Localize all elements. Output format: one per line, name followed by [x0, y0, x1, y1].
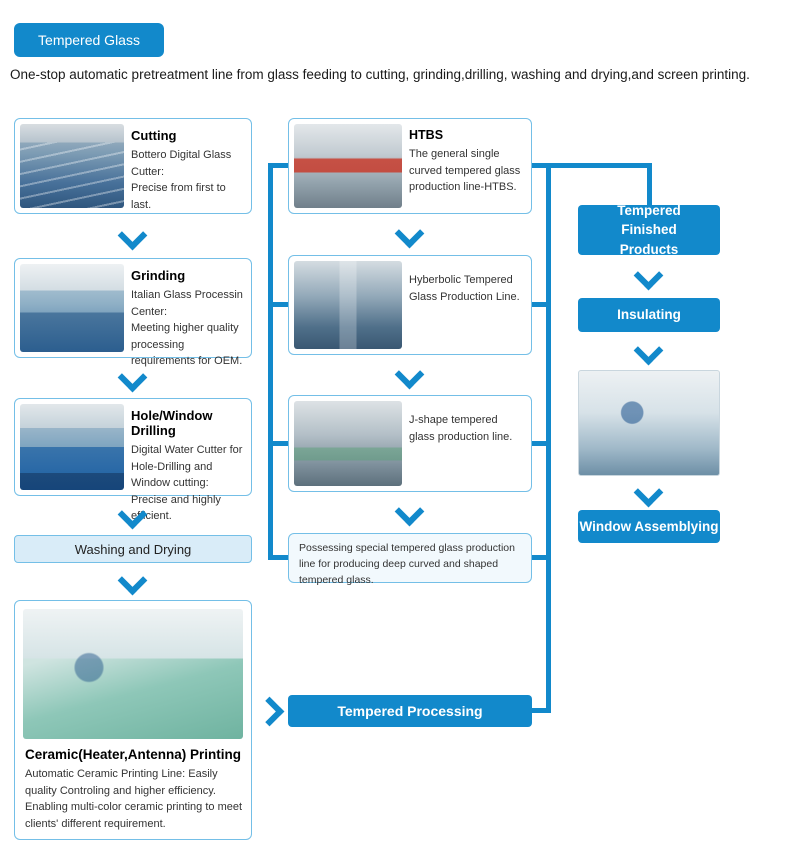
- connector-stub-hyperbolic-left: [268, 302, 288, 307]
- connector-stub-processing-right: [532, 708, 551, 713]
- connector-stub-htbs-left: [268, 163, 288, 168]
- cutting-box: Cutting Bottero Digital Glass Cutter: Pr…: [14, 118, 252, 214]
- arrow-down-icon: [633, 335, 664, 366]
- window-assembling-label: Window Assemblying: [579, 518, 719, 534]
- grinding-desc: Italian Glass Processin Center: Meeting …: [131, 289, 243, 367]
- connector-stub-hyperbolic-right: [532, 302, 551, 307]
- tempered-processing-label: Tempered Processing: [337, 702, 483, 719]
- tempered-finished-products-label: Tempered Finished Products: [617, 202, 681, 257]
- connector-stub-special-left: [268, 555, 288, 560]
- insulating-label: Insulating: [617, 307, 681, 323]
- hyperbolic-desc: Hyberbolic Tempered Glass Production Lin…: [409, 274, 520, 303]
- connector-stub-special-right: [532, 555, 551, 560]
- hyperbolic-box: Hyberbolic Tempered Glass Production Lin…: [288, 255, 532, 355]
- connector-finished-drop: [647, 163, 652, 210]
- htbs-title: HTBS: [409, 128, 444, 142]
- arrow-down-icon: [633, 260, 664, 291]
- arrow-down-icon: [633, 477, 664, 508]
- connector-stub-jshape-right: [532, 441, 551, 446]
- ceramic-printing-box: Ceramic(Heater,Antenna) Printing Automat…: [14, 600, 252, 840]
- insulating-box: Insulating: [578, 298, 720, 332]
- drilling-title: Hole/Window Drilling: [131, 408, 213, 438]
- special-tempered-desc: Possessing special tempered glass produc…: [299, 542, 515, 586]
- jshape-desc: J-shape tempered glass production line.: [409, 414, 513, 443]
- ceramic-printing-desc: Automatic Ceramic Printing Line: Easily …: [25, 768, 243, 830]
- arrow-down-icon: [117, 220, 148, 251]
- arrow-down-icon: [394, 359, 425, 390]
- jshape-box: J-shape tempered glass production line.: [288, 395, 532, 492]
- connector-left-vertical: [268, 163, 273, 560]
- htbs-desc: The general single curved tempered glass…: [409, 148, 521, 193]
- assembly-photo: [578, 370, 720, 476]
- tempered-processing-box: Tempered Processing: [288, 695, 532, 727]
- hyperbolic-photo: [294, 261, 402, 349]
- connector-stub-htbs-right: [532, 163, 551, 168]
- grinding-box: Grinding Italian Glass Processin Center:…: [14, 258, 252, 367]
- page-subtitle: One-stop automatic pretreatment line fro…: [10, 67, 750, 82]
- arrow-right-icon: [254, 696, 285, 727]
- htbs-photo: [294, 124, 402, 208]
- arrow-down-icon: [394, 496, 425, 527]
- tempered-finished-products-box: Tempered Finished Products: [578, 203, 720, 257]
- arrow-down-icon: [394, 218, 425, 249]
- ceramic-printing-photo: [23, 609, 243, 739]
- cutting-photo: [20, 124, 124, 208]
- connector-stub-jshape-left: [268, 441, 288, 446]
- connector-top-horizontal: [546, 163, 652, 168]
- washing-drying-label: Washing and Drying: [74, 541, 192, 557]
- ceramic-printing-title: Ceramic(Heater,Antenna) Printing: [25, 747, 242, 762]
- washing-drying-box: Washing and Drying: [14, 535, 252, 563]
- cutting-title: Cutting: [131, 128, 177, 143]
- drilling-photo: [20, 404, 124, 490]
- special-tempered-box: Possessing special tempered glass produc…: [288, 533, 532, 586]
- grinding-title: Grinding: [131, 268, 186, 283]
- grinding-photo: [20, 264, 124, 352]
- connector-right-vertical: [546, 163, 551, 713]
- cutting-desc: Bottero Digital Glass Cutter: Precise fr…: [131, 149, 232, 211]
- drilling-desc: Digital Water Cutter for Hole-Drilling a…: [131, 444, 243, 522]
- htbs-box: HTBS The general single curved tempered …: [288, 118, 532, 214]
- arrow-down-icon: [117, 565, 148, 596]
- tempered-glass-badge: Tempered Glass: [14, 23, 164, 57]
- jshape-photo: [294, 401, 402, 486]
- drilling-box: Hole/Window Drilling Digital Water Cutte…: [14, 398, 252, 522]
- window-assembling-box: Window Assemblying: [578, 510, 720, 543]
